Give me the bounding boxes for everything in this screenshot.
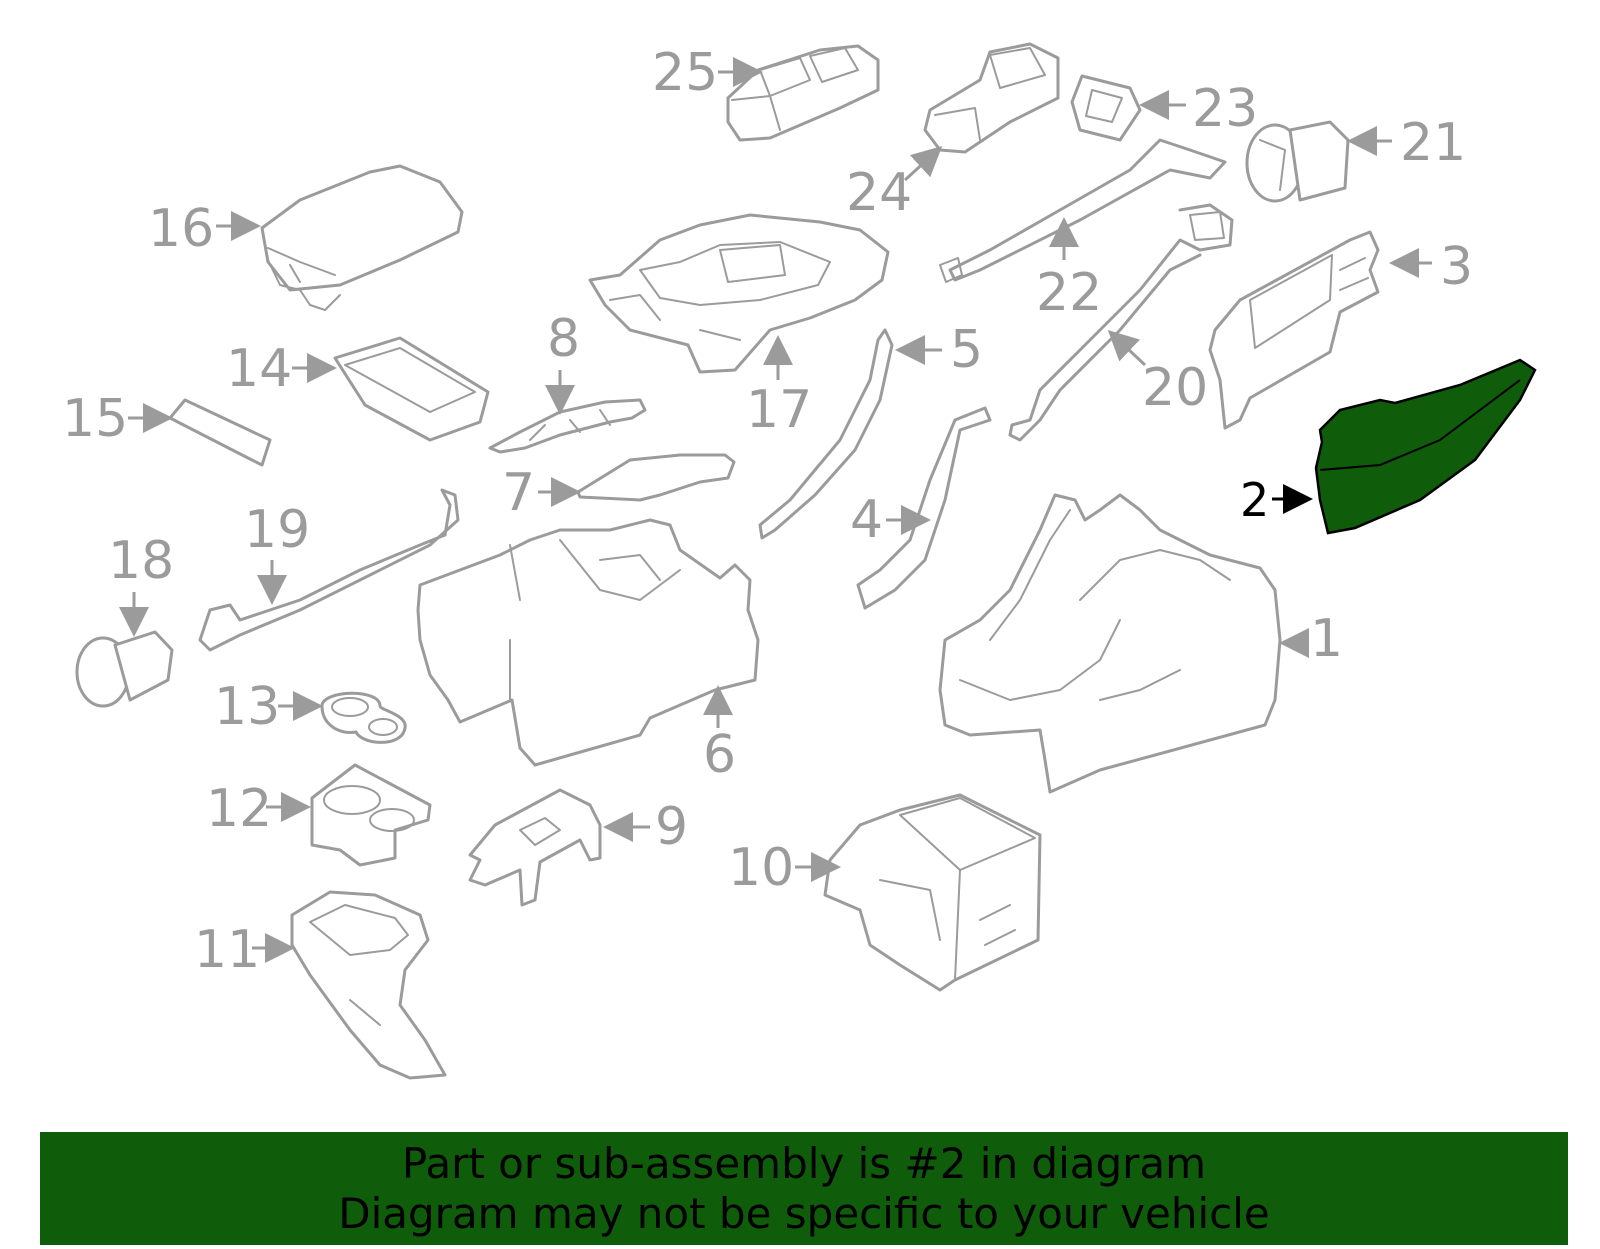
svg-text:13: 13: [214, 677, 280, 737]
part-1-console-body[interactable]: [938, 493, 1282, 794]
part-11-console-front[interactable]: [290, 890, 447, 1080]
svg-text:19: 19: [244, 500, 310, 560]
callout-17: 17: [746, 335, 812, 440]
callout-3: 3: [1389, 237, 1473, 297]
part-23-bezel[interactable]: [1070, 74, 1142, 142]
banner-line-1: Part or sub-assembly is #2 in diagram: [401, 1138, 1207, 1188]
callout-18: 18: [108, 531, 174, 637]
callout-11: 11: [194, 920, 295, 980]
svg-text:16: 16: [148, 199, 214, 259]
callout-22: 22: [1036, 217, 1102, 323]
part-7-trim-panel[interactable]: [576, 453, 736, 502]
part-18-usb-port[interactable]: [75, 630, 174, 708]
svg-text:14: 14: [226, 339, 292, 399]
callout-10: 10: [728, 838, 841, 898]
svg-text:1: 1: [1310, 609, 1343, 669]
svg-text:24: 24: [846, 163, 912, 223]
callout-21: 21: [1347, 113, 1466, 173]
svg-text:9: 9: [655, 797, 688, 857]
svg-text:8: 8: [547, 309, 580, 369]
callout-20: 20: [1107, 329, 1208, 418]
part-5-trim-strip[interactable]: [758, 328, 894, 540]
svg-text:21: 21: [1400, 113, 1466, 173]
callout-9: 9: [603, 797, 688, 857]
callout-5: 5: [895, 320, 983, 380]
part-10-console-box[interactable]: [823, 793, 1042, 992]
part-16-armrest[interactable]: [260, 164, 464, 311]
part-20-wire-harness[interactable]: [1008, 203, 1234, 442]
part-24-switch-module[interactable]: [923, 42, 1060, 154]
banner-line-2: Diagram may not be specific to your vehi…: [338, 1188, 1270, 1238]
callout-25: 25: [652, 43, 763, 103]
svg-text:11: 11: [194, 920, 260, 980]
svg-text:10: 10: [728, 838, 794, 898]
part-15-trim-strip[interactable]: [168, 398, 272, 467]
part-6-console-side-panel[interactable]: [416, 518, 760, 767]
callout-7: 7: [502, 463, 581, 523]
callout-6: 6: [703, 685, 736, 785]
part-22-wire-harness[interactable]: [939, 138, 1227, 283]
callout-12: 12: [206, 779, 311, 839]
svg-text:20: 20: [1142, 358, 1208, 418]
part-8-trim-panel[interactable]: [488, 398, 647, 454]
svg-text:15: 15: [62, 389, 128, 449]
part-21-power-outlet[interactable]: [1245, 120, 1350, 203]
svg-text:22: 22: [1036, 263, 1102, 323]
callout-24: 24: [846, 145, 943, 223]
callout-15: 15: [62, 389, 173, 449]
svg-text:12: 12: [206, 779, 272, 839]
svg-text:6: 6: [703, 725, 736, 785]
part-14-storage-tray[interactable]: [333, 336, 490, 442]
part-3-side-cover[interactable]: [1208, 230, 1380, 430]
callout-13: 13: [214, 677, 323, 737]
svg-text:4: 4: [850, 490, 883, 550]
callout-23: 23: [1139, 79, 1258, 139]
part-9-bracket[interactable]: [468, 788, 602, 907]
part-12-cup-holder[interactable]: [310, 763, 432, 867]
callout-8: 8: [545, 309, 580, 415]
part-25-switch-module[interactable]: [726, 44, 880, 142]
info-banner: Part or sub-assembly is #2 in diagram Di…: [40, 1132, 1568, 1245]
callout-19: 19: [244, 500, 310, 605]
part-17-console-upper[interactable]: [588, 213, 890, 374]
svg-text:17: 17: [746, 380, 812, 440]
callout-1: 1: [1279, 609, 1343, 669]
part-19-cable[interactable]: [198, 488, 460, 652]
callout-14: 14: [226, 339, 337, 399]
part-13-cup-holder-mat[interactable]: [320, 691, 407, 744]
part-2-highlighted[interactable]: [1314, 358, 1537, 535]
svg-text:7: 7: [502, 463, 535, 523]
callout-16: 16: [148, 199, 261, 259]
svg-text:25: 25: [652, 43, 718, 103]
svg-text:2: 2: [1240, 473, 1269, 527]
svg-text:23: 23: [1192, 79, 1258, 139]
callout-4: 4: [850, 490, 931, 550]
svg-text:5: 5: [950, 320, 983, 380]
callout-2: 2: [1240, 473, 1313, 527]
svg-text:3: 3: [1440, 237, 1473, 297]
svg-text:18: 18: [108, 531, 174, 591]
